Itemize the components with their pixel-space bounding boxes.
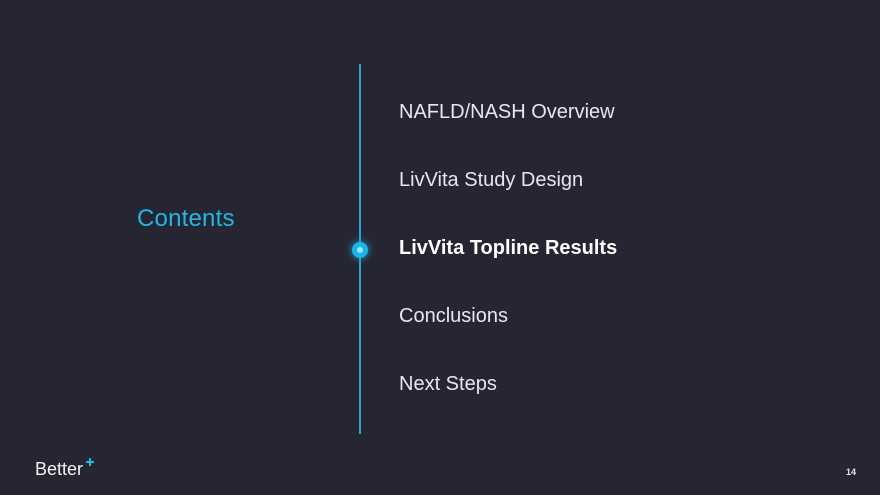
logo-text: Better [35,459,84,479]
toc-item-livvita-topline-results[interactable]: LivVita Topline Results [399,237,618,259]
toc-item-next-steps[interactable]: Next Steps [399,373,497,395]
toc-item-conclusions[interactable]: Conclusions [399,305,508,327]
plus-icon [86,458,94,466]
toc-item-nafld-nash-overview[interactable]: NAFLD/NASH Overview [399,101,615,123]
active-dot-icon [352,242,368,258]
toc-item-livvita-study-design[interactable]: LivVita Study Design [399,169,584,191]
page-number: 14 [845,467,856,477]
active-dot-inner [357,247,363,253]
page-title: Contents [137,205,235,232]
